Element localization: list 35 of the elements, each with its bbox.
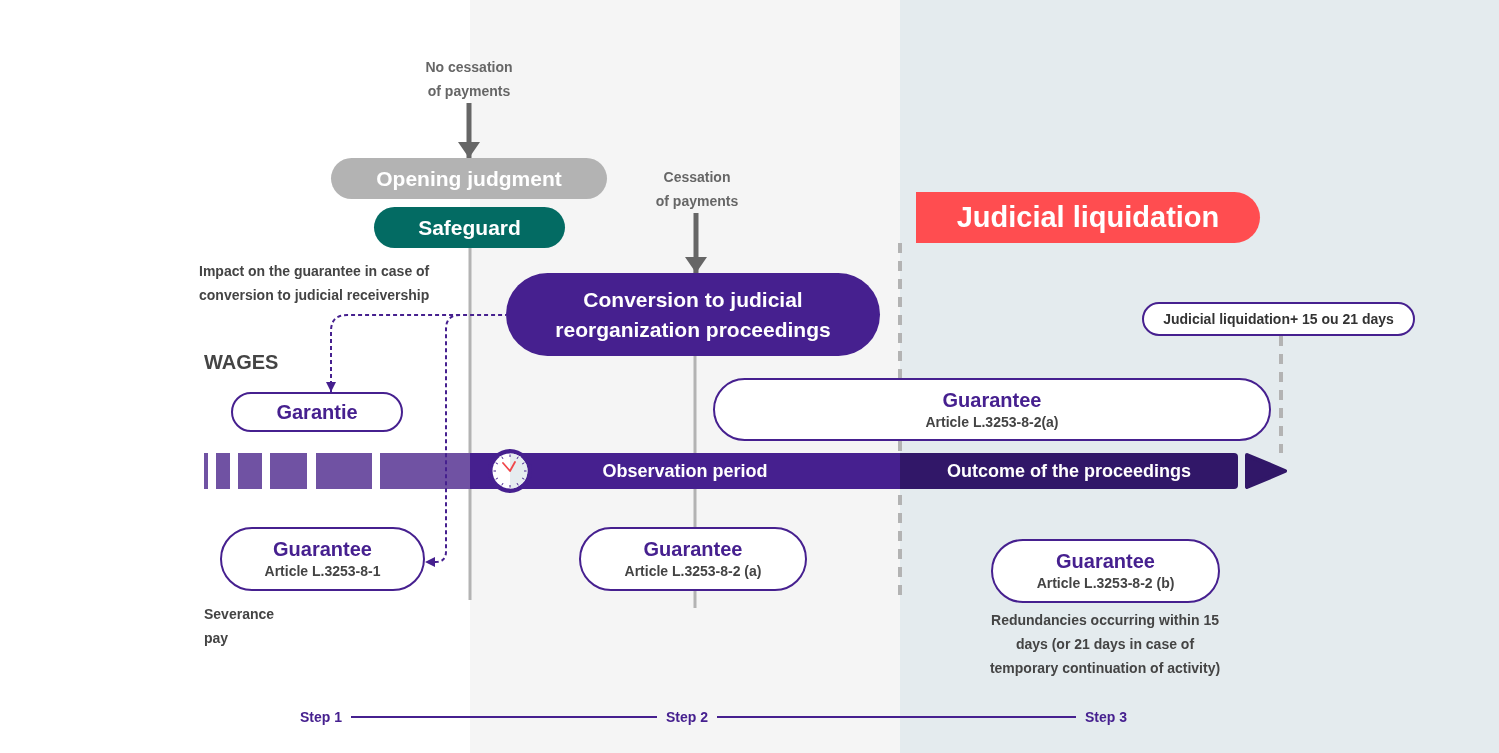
timeline-segment: Observation period [470,453,900,489]
timeline-arrowhead [1245,453,1287,489]
step-label: Step 1 [291,706,351,728]
annotation-text: Cessation of payments [647,165,747,213]
note-text: Impact on the guarantee in case of conversion to judicial receivership [199,262,431,305]
dashed-arrow [326,314,507,567]
pill-heading: Guarantee [273,537,372,561]
deadline-pill: Judicial liquidation+ 15 ou 21 days [1142,302,1415,336]
pill-heading: Guarantee [1056,549,1155,573]
note-text: Severance pay [204,605,276,648]
timeline-segment: Outcome of the proceedings [900,453,1238,489]
guarantee-pill: Garantie [231,392,403,432]
guarantee-pill [220,527,425,591]
arrow [685,213,707,273]
section-heading: WAGES [204,350,280,375]
step-label: Step 3 [1076,706,1136,728]
note-text: Redundancies occurring within 15 days (or 21 days in case of temporary continuation of activity) [988,611,1222,678]
guarantee-pill [991,539,1220,603]
procedure-banner: Judicial liquidation [916,192,1260,243]
pill-heading: Guarantee [942,387,1042,412]
dashed-line [1279,336,1283,453]
connector-line [716,716,1077,718]
article-reference: Article L.3253-8-2(a) [925,412,1059,432]
guarantee-pill [579,527,807,591]
annotation-text: No cessation of payments [421,55,517,103]
procedure-pill: Conversion to judicial reorganization proceedings [506,273,880,356]
procedure-pill: Safeguard [374,207,565,248]
arrow [458,103,480,158]
pill-heading: Guarantee [643,537,743,561]
article-reference: Article L.3253-8-2 (a) [624,562,762,581]
step-label: Step 2 [657,706,717,728]
article-reference: Article L.3253-8-1 [264,562,381,581]
article-reference: Article L.3253-8-2 (b) [1036,574,1175,593]
stage-pill: Opening judgment [331,158,607,199]
connector-line [350,716,658,718]
